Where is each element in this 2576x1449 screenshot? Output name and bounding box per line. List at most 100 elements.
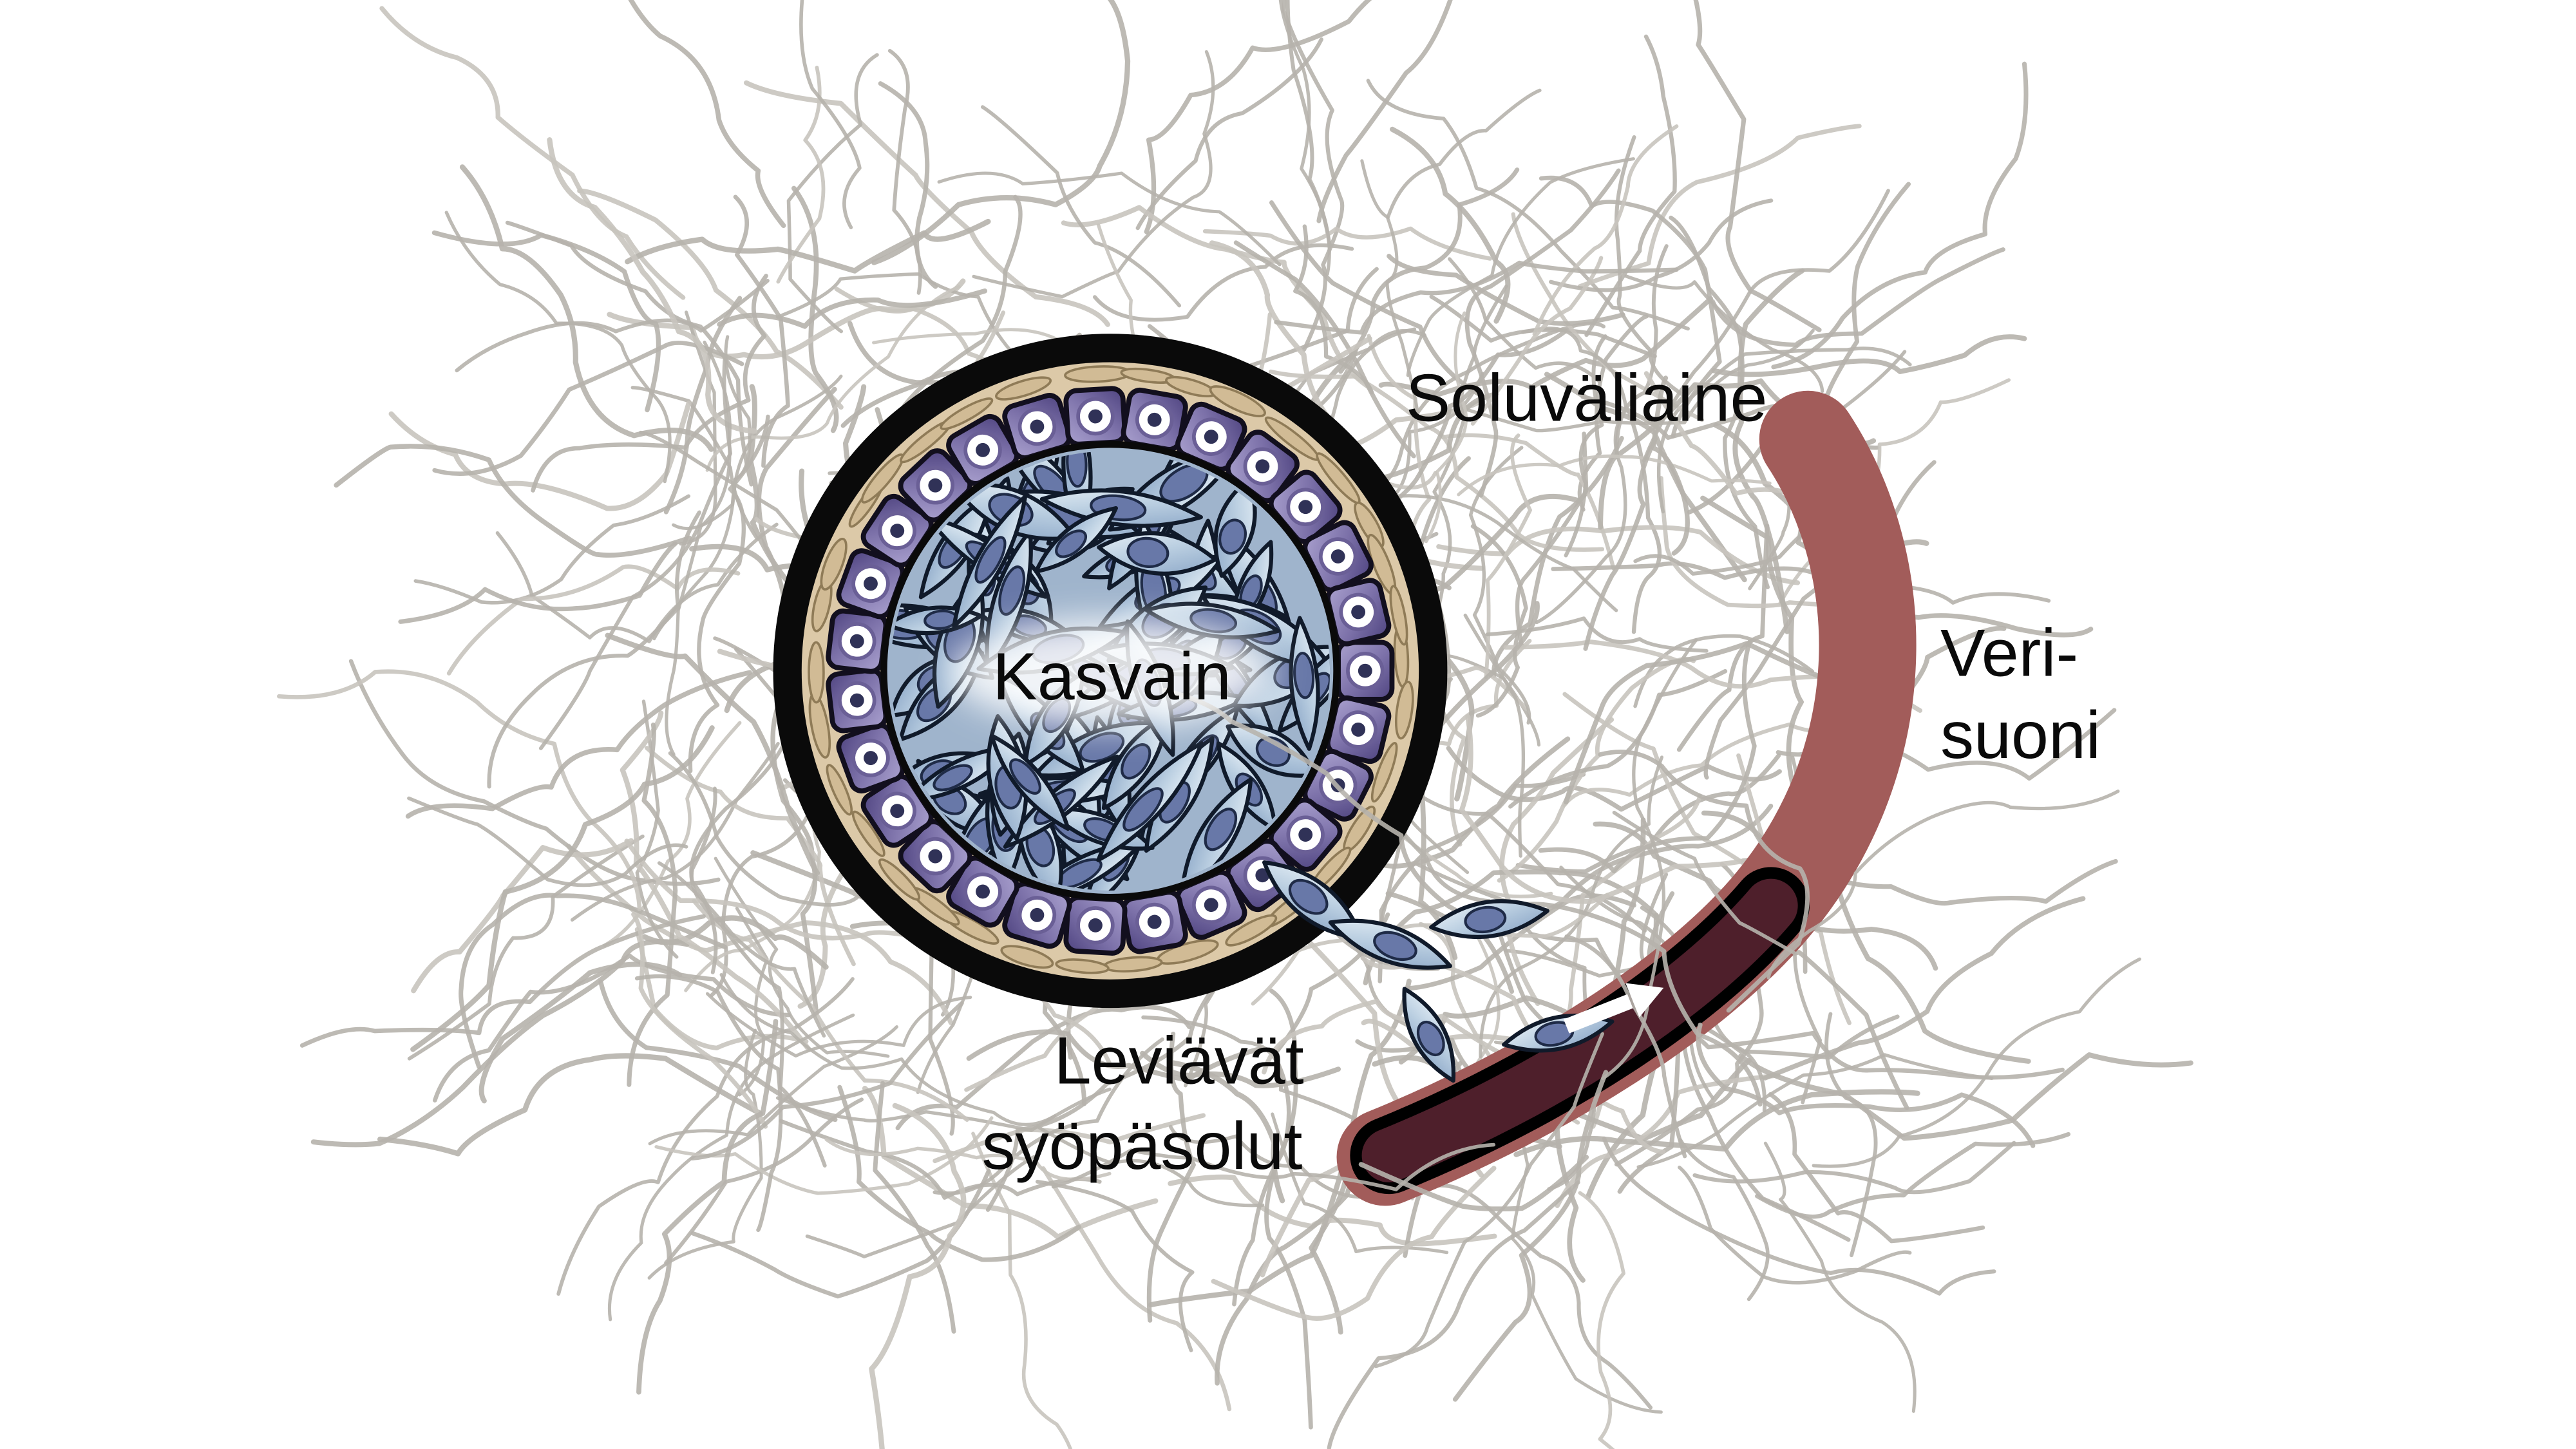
ecm-fiber (786, 53, 879, 334)
ecm-fibers-front (1051, 638, 2120, 1449)
ecm-fiber (799, 0, 862, 229)
escaping-cancer-cells (1262, 860, 1615, 1083)
stroma-cell (1395, 680, 1414, 740)
ecm-fiber (1374, 1032, 1604, 1368)
cancer-cell (1096, 741, 1204, 862)
ecm-fiber (1521, 327, 1628, 625)
ecm-fiber (1633, 1003, 2065, 1080)
ecm-fiber (1564, 934, 1687, 1159)
ecm-fiber (873, 1081, 956, 1334)
stroma-cell (1209, 385, 1266, 417)
ecm-fiber (1642, 189, 1890, 463)
stroma-cell (1389, 585, 1408, 646)
tumor-label-backdrop (951, 618, 1273, 726)
ecm-fiber (348, 659, 721, 886)
ecm-fiber (1711, 334, 2027, 377)
ecm-fiber (1551, 561, 1830, 583)
cancer-cell (989, 734, 1070, 831)
ecm-fiber (1692, 1141, 2016, 1195)
ecm-fiber (717, 288, 988, 329)
ecm-fiber (937, 171, 1282, 267)
epithelial-cell (1063, 895, 1128, 956)
cell-nucleus (933, 764, 973, 791)
ecm-fiber (1264, 989, 1313, 1430)
ecm-fiber (607, 1013, 855, 1321)
ecm-fiber (431, 230, 661, 413)
cell-nucleus (1293, 652, 1315, 699)
cancer-cell (1328, 918, 1452, 970)
ecm-fiber (690, 1001, 964, 1160)
ecm-fiber (628, 0, 786, 229)
epithelial-cell (1063, 386, 1128, 447)
label-extracellular-matrix: Soluväliaine (1406, 361, 1768, 436)
stroma-cell (940, 397, 994, 430)
ecm-fiber (668, 751, 861, 907)
ecm-fiber (538, 354, 733, 750)
ecm-fiber (1388, 494, 1618, 612)
ecm-fiber (1463, 613, 1526, 858)
ecm-fiber (1457, 454, 1772, 497)
ecm-fiber (1755, 1132, 2071, 1219)
epithelial-cell (836, 723, 905, 794)
epithelial-cell (898, 819, 973, 894)
ecm-fiber (1146, 1031, 1196, 1323)
ecm-fiber (1327, 1180, 1580, 1449)
ecm-fiber (1274, 260, 1679, 335)
ecm-fiber (1507, 902, 1763, 1107)
ecm-fiber (299, 914, 706, 1048)
ecm-fiber (1563, 641, 1836, 805)
label-spreading-cells-line2: syöpäsolut (981, 1109, 1302, 1184)
blood-vessel (1336, 390, 1917, 1206)
ecm-fiber (1562, 692, 1852, 1025)
ecm-fiber (531, 274, 768, 493)
ecm-fiber (1532, 124, 1679, 336)
ecm-fiber (1464, 168, 1621, 498)
ecm-fiber (1602, 1136, 1996, 1296)
cancer-cell (1429, 899, 1549, 939)
ecm-fiber (1583, 436, 1658, 651)
ecm-fiber (1564, 334, 1607, 558)
ecm-fiber (1470, 256, 1604, 426)
ecm-fiber (663, 296, 743, 515)
ecm-fiber (1459, 328, 1815, 433)
ecm-fiber (1293, 224, 1374, 395)
ecm-fiber (1768, 1092, 1985, 1244)
ecm-fiber (605, 632, 820, 876)
ecm-fiber (824, 1137, 1112, 1181)
epithelial-cell (1121, 889, 1188, 954)
ecm-fiber (1316, 0, 1453, 223)
cell-nucleus (1122, 787, 1164, 832)
ecm-fiber (620, 710, 811, 1052)
ecm-fiber (1696, 1022, 2036, 1148)
ecm-fiber (334, 444, 692, 558)
ecm-fiber (1539, 175, 1722, 439)
ecm-fiber (379, 6, 686, 300)
ecm-fiber (627, 722, 678, 1087)
ecm-fiber (1282, 0, 1345, 352)
ecm-fiber (407, 834, 645, 1061)
ecm-fiber (1459, 714, 1766, 904)
ecm-fiber (1676, 524, 1770, 752)
ecm-fiber (1168, 1174, 1497, 1247)
label-blood-vessel-line2: suoni (1940, 698, 2101, 773)
ecm-fiber (556, 977, 855, 1296)
ecm-fiber (459, 164, 714, 452)
ecm-fiber (1763, 896, 2086, 1081)
ecm-fiber (1656, 346, 1912, 514)
ecm-fiber (1436, 525, 1801, 585)
ecm-fiber (1710, 247, 2005, 347)
ecm-fiber (972, 50, 1215, 299)
stroma-cell (1225, 914, 1278, 947)
ecm-fiber (634, 974, 783, 1233)
ecm-fiber (1233, 240, 1416, 459)
cell-nucleus (998, 565, 1026, 616)
ecm-fiber (1824, 1012, 1878, 1258)
ecm-fiber (625, 218, 991, 274)
cancer-cell (1180, 777, 1253, 891)
ecm-fiber (1626, 408, 1662, 634)
ecm-fiber (631, 912, 768, 1129)
vessel-lumen (1361, 878, 1798, 1182)
ecm-fiber (1051, 1142, 1496, 1191)
